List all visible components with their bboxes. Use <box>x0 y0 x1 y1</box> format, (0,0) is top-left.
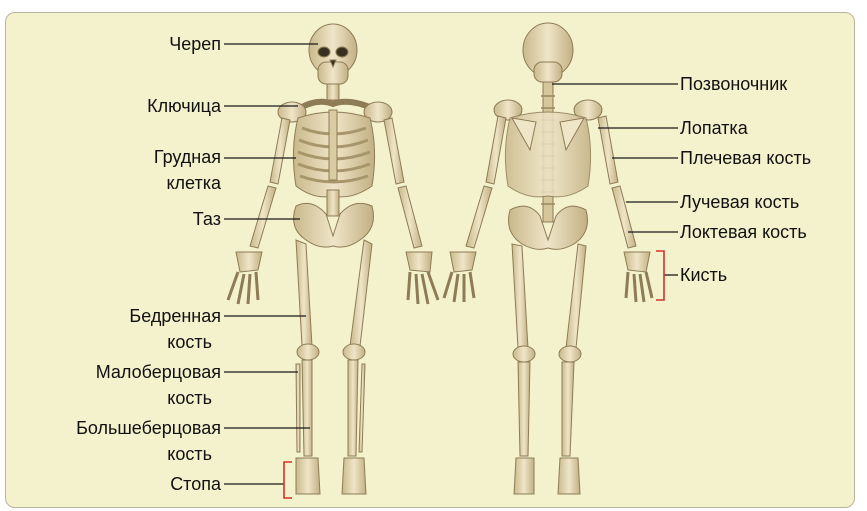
front-hand-right <box>406 252 438 304</box>
label-ribcage-line1: Грудная <box>154 147 221 167</box>
front-femur <box>296 240 312 346</box>
label-foot: Стопа <box>170 474 221 494</box>
label-hand: Кисть <box>680 265 727 285</box>
front-fibula <box>296 364 300 452</box>
foot-bracket <box>284 462 292 498</box>
label-scapula: Лопатка <box>680 118 748 138</box>
label-tibia-line2: кость <box>167 444 212 464</box>
label-skull: Череп <box>169 34 221 54</box>
hand-bracket <box>656 251 664 300</box>
back-humerus <box>598 116 618 184</box>
back-hand-right <box>624 252 652 302</box>
label-fibula-line2: кость <box>167 388 212 408</box>
label-fibula-line1: Малоберцовая <box>96 362 221 382</box>
front-hand-left <box>228 252 262 304</box>
label-spine: Позвоночник <box>680 74 787 94</box>
label-radius: Лучевая кость <box>680 192 799 212</box>
label-clavicle: Ключица <box>147 96 221 116</box>
front-skeleton <box>228 24 438 494</box>
label-femur-line1: Бедренная <box>129 306 221 326</box>
label-tibia-line1: Большеберцовая <box>76 418 221 438</box>
label-ribcage-line2: клетка <box>166 173 221 193</box>
back-skeleton <box>444 23 652 494</box>
label-pelvis: Таз <box>193 209 221 229</box>
label-femur-line2: кость <box>167 332 212 352</box>
front-clavicle <box>300 102 372 108</box>
label-ulna: Локтевая кость <box>680 222 807 242</box>
label-humerus: Плечевая кость <box>680 148 811 168</box>
back-forearm <box>612 186 636 248</box>
front-foot <box>296 458 320 494</box>
